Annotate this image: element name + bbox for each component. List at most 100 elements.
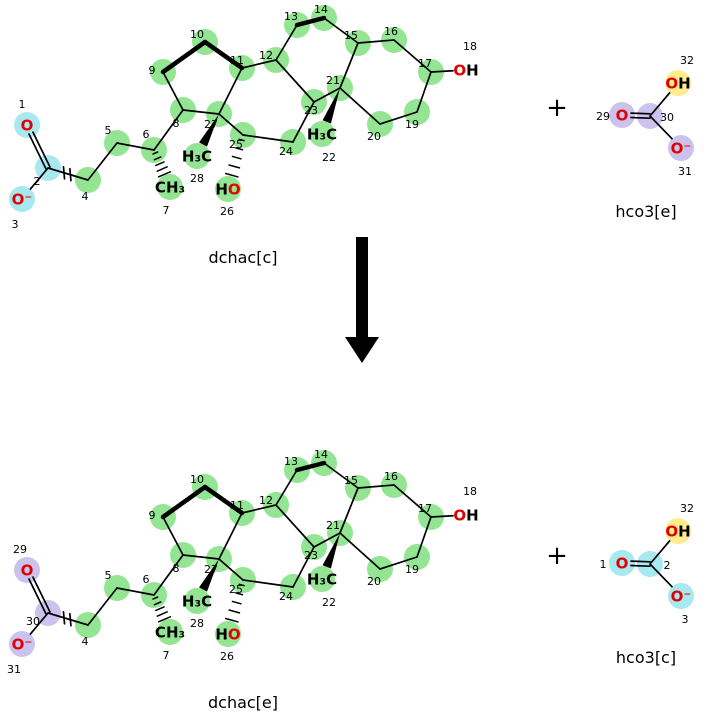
atom-number-2: 2 [664, 559, 671, 572]
reaction-arrow-shaft [356, 237, 368, 339]
bond-11-27 [218, 512, 243, 560]
atom-highlight-3 [9, 186, 35, 212]
atom-number-5: 5 [105, 124, 112, 137]
atom-number-18: 18 [463, 40, 477, 53]
atom-number-31: 31 [7, 663, 21, 676]
bond-1-2 [630, 560, 651, 568]
atom-number-13: 13 [284, 10, 298, 23]
bond-14-15 [323, 17, 359, 44]
atom-number-15: 15 [344, 474, 358, 487]
bond-10-11 [202, 39, 245, 71]
bond-13-14 [294, 15, 327, 28]
atom-number-3: 3 [12, 218, 19, 231]
atom-number-26: 26 [220, 205, 234, 218]
atom-number-19: 19 [405, 563, 419, 576]
bond-17-19 [416, 516, 432, 558]
bond-15-16 [357, 39, 395, 44]
bond-4-5 [87, 587, 118, 626]
atom-number-15: 15 [344, 29, 358, 42]
atom-number-12: 12 [259, 494, 273, 507]
atom-number-14: 14 [314, 448, 328, 461]
atom-number-7: 7 [163, 204, 170, 217]
bond-20-21 [339, 87, 381, 125]
bond-13-14 [294, 460, 327, 473]
bond-19-20 [379, 556, 418, 570]
atom-number-27: 27 [204, 563, 218, 576]
bond-16-17 [393, 484, 432, 518]
atom-number-22: 22 [322, 596, 336, 609]
atom-number-22: 22 [322, 151, 336, 164]
atom-highlight-28 [184, 143, 210, 169]
atom-symbol-31: O⁻ [671, 140, 692, 158]
atom-symbol-18: OH [453, 507, 478, 525]
atom-number-19: 19 [405, 118, 419, 131]
bond-29-30 [630, 112, 651, 120]
bond-10-11 [202, 484, 245, 516]
bond-24-25 [242, 134, 294, 143]
molecule-label-dchac-e: dchac[e] [207, 693, 279, 712]
bond-6-8 [153, 554, 184, 596]
atom-symbol-28: H₃C [182, 593, 212, 611]
bond-15-16 [357, 484, 395, 489]
bond-17-18 [430, 69, 454, 73]
atom-symbol-22: H₃C [307, 571, 337, 589]
atom-number-9: 9 [149, 64, 156, 77]
reaction-arrow-head-icon [345, 337, 379, 363]
atom-number-21: 21 [326, 519, 340, 532]
bond-25-26 [224, 583, 245, 623]
atom-highlight-29 [609, 102, 635, 128]
atom-highlight-22 [309, 566, 335, 592]
atom-highlight-26 [215, 621, 241, 647]
bond-9-10 [160, 484, 208, 520]
atom-number-16: 16 [384, 25, 398, 38]
bond-17-18 [430, 514, 454, 518]
bond-6-8 [153, 109, 184, 151]
bond-2-3 [29, 167, 49, 190]
bond-1-2 [28, 131, 51, 170]
atom-number-14: 14 [314, 3, 328, 16]
atom-number-9: 9 [149, 509, 156, 522]
atom-number-28: 28 [190, 172, 204, 185]
atom-symbol-32: OH [665, 75, 690, 93]
atom-number-20: 20 [367, 130, 381, 143]
atom-number-32: 32 [680, 502, 694, 515]
atom-symbol-22: H₃C [307, 126, 337, 144]
atom-number-7: 7 [163, 649, 170, 662]
atom-number-8: 8 [173, 562, 180, 575]
atom-highlight-28 [184, 588, 210, 614]
bond-15-21 [339, 42, 359, 89]
atom-symbol-1: O [616, 555, 629, 573]
atom-highlight-1 [609, 550, 635, 576]
bond-5-6 [116, 587, 155, 596]
atom-highlight-31 [668, 135, 694, 161]
atom-symbol-1: O [21, 117, 34, 135]
bond-2-4 [47, 165, 89, 182]
bond-27-28 [199, 559, 219, 592]
atom-symbol-3: O⁻ [671, 588, 692, 606]
plus-sign-top: + [546, 93, 568, 123]
atom-number-31: 31 [678, 165, 692, 178]
atom-symbol-7: CH₃ [155, 624, 185, 642]
bond-29-30 [28, 576, 51, 615]
atom-highlight-32 [665, 518, 691, 544]
atom-number-10: 10 [190, 473, 204, 486]
plus-sign-bottom: + [546, 541, 568, 571]
bond-21-23 [313, 532, 341, 548]
atom-number-23: 23 [304, 104, 318, 117]
atom-number-18: 18 [463, 485, 477, 498]
atom-symbol-26: HO [215, 626, 240, 644]
atom-number-4: 4 [82, 190, 89, 203]
atom-number-12: 12 [259, 49, 273, 62]
atom-highlight-31 [9, 631, 35, 657]
bond-9-10 [160, 39, 208, 75]
atom-number-29: 29 [13, 543, 27, 556]
reaction-arrow [345, 237, 379, 363]
bond-30-4 [47, 610, 89, 627]
atom-symbol-29: O [616, 107, 629, 125]
atom-number-21: 21 [326, 74, 340, 87]
atom-number-17: 17 [418, 57, 432, 70]
